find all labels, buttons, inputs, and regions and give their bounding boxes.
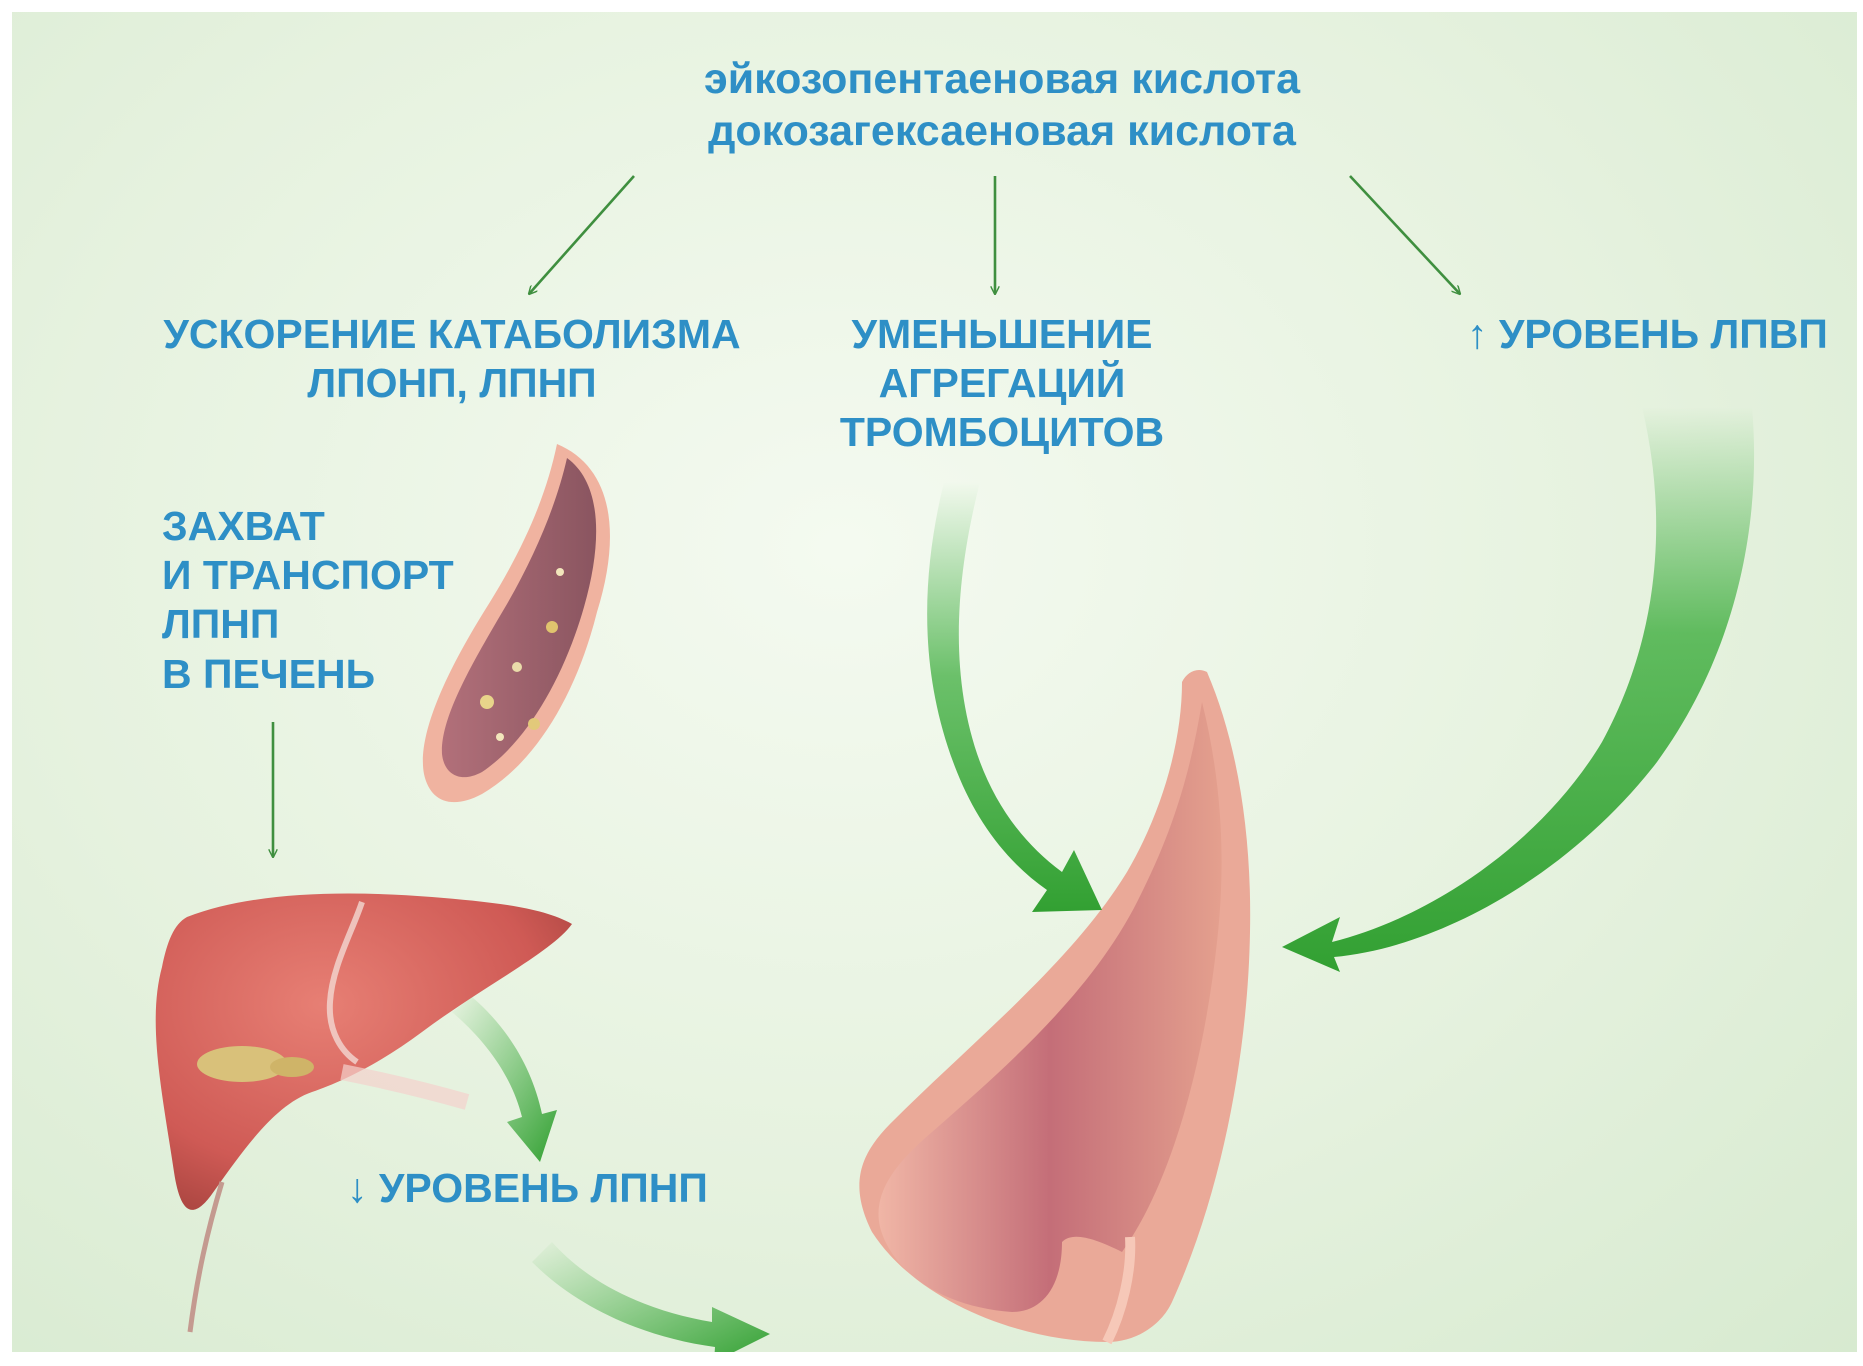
hdl-level-label: ↑ УРОВЕНЬ ЛПВП [1467, 310, 1857, 359]
catabolism-label: УСКОРЕНИЕ КАТАБОЛИЗМА ЛПОНП, ЛПНП [152, 310, 752, 408]
title-line-epa: эйкозопентаеновая кислота [652, 54, 1352, 106]
green-arrow-ldl-to-vessel [532, 1242, 770, 1352]
large-vessel-illustration [859, 670, 1250, 1342]
arrow-to-hdl [1350, 176, 1460, 294]
green-arrow-aggregation-to-vessel [927, 482, 1102, 912]
green-arrow-hdl-to-vessel [1282, 407, 1754, 972]
diagram-canvas: эйкозопентаеновая кислота докозагексаено… [12, 12, 1857, 1352]
fatty-acids-title: эйкозопентаеновая кислота докозагексаено… [652, 54, 1352, 157]
green-arrow-liver-down [452, 997, 557, 1162]
ldl-capture-label: ЗАХВАТ И ТРАНСПОРТ ЛПНП В ПЕЧЕНЬ [162, 502, 522, 699]
title-line-dha: докозагексаеновая кислота [652, 106, 1352, 158]
platelet-aggregation-label: УМЕНЬШЕНИЕ АГРЕГАЦИЙ ТРОМБОЦИТОВ [802, 310, 1202, 458]
ldl-level-label: ↓ УРОВЕНЬ ЛПНП [347, 1164, 847, 1213]
liver-illustration [156, 894, 572, 1332]
arrow-to-catabolism [529, 176, 634, 294]
